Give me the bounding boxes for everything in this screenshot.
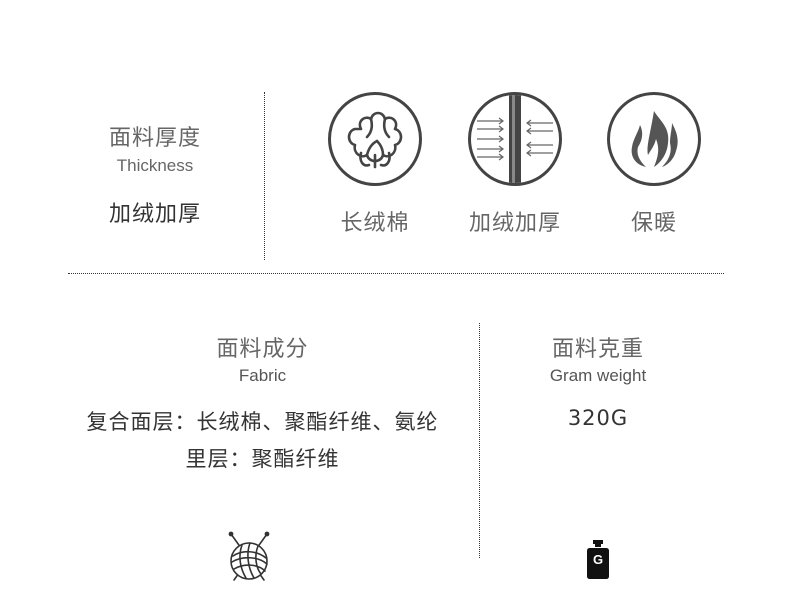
gram-weight-title: 面料克重 [551, 337, 644, 362]
fabric-composition-inner: 里层：聚酯纤维 [185, 447, 340, 471]
horizontal-divider [68, 273, 724, 274]
vertical-divider-top [264, 92, 265, 260]
weight-icon-letter: G [592, 552, 604, 567]
gram-weight-subtitle: Gram weight [549, 366, 647, 385]
feature-label-fleece: 加绒加厚 [468, 211, 561, 236]
weight-icon: G [586, 540, 610, 580]
thickness-title: 面料厚度 [108, 126, 201, 151]
thickness-subtitle: Thickness [116, 156, 194, 175]
cotton-icon [328, 92, 422, 186]
yarn-ball-icon [224, 528, 274, 584]
fabric-subtitle: Fabric [238, 366, 287, 385]
thickness-value: 加绒加厚 [108, 202, 201, 227]
flame-icon [607, 92, 701, 186]
fabric-composition-outer: 复合面层：长绒棉、聚酯纤维、氨纶 [86, 410, 439, 434]
fabric-title: 面料成分 [216, 337, 309, 362]
feature-label-warm: 保暖 [630, 211, 677, 236]
vertical-divider-bottom [479, 323, 480, 558]
fleece-layer-icon [468, 92, 562, 186]
gram-weight-value: 320G [567, 406, 629, 430]
feature-label-cotton: 长绒棉 [340, 211, 410, 236]
